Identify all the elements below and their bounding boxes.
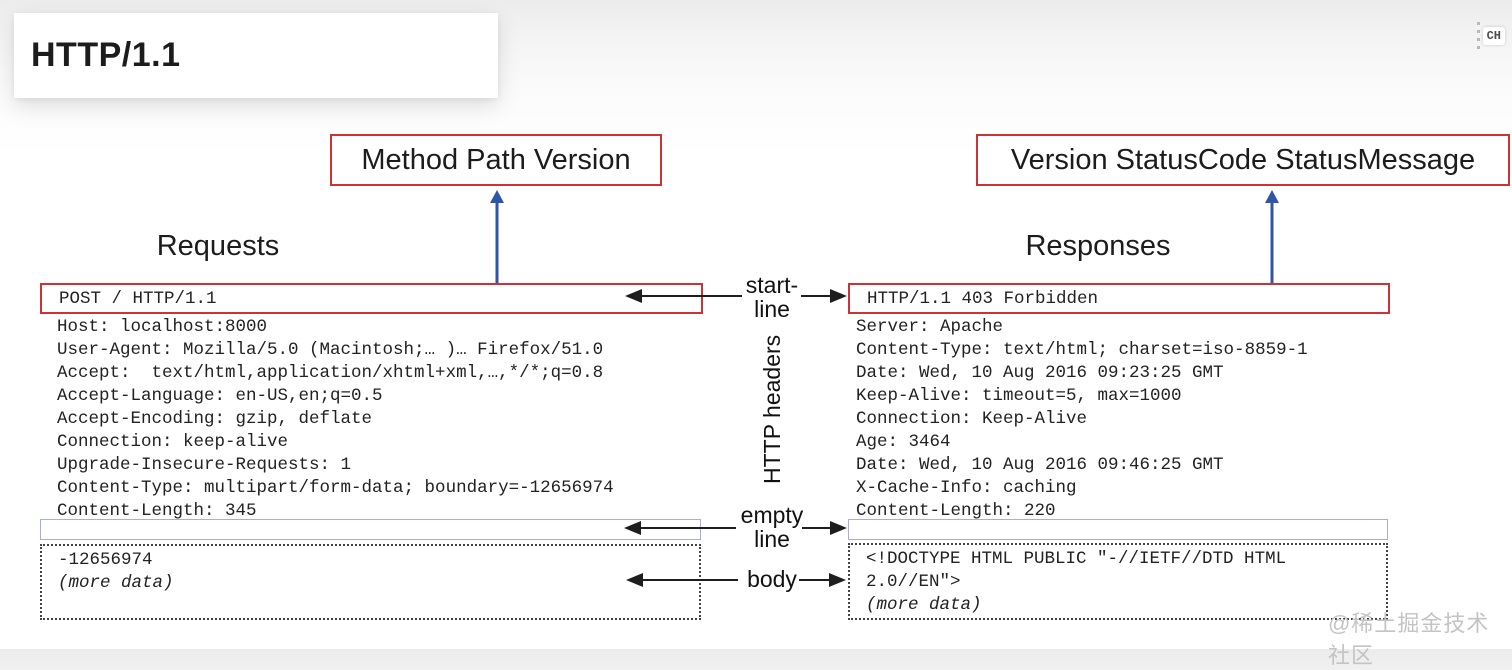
response-header-line: Age: 3464: [856, 432, 951, 452]
response-up-arrow-icon: [1264, 190, 1280, 283]
start-line-right-arrow-icon: [801, 289, 847, 303]
request-header-line: Connection: keep-alive: [57, 432, 289, 452]
response-body-line: 2.0//EN">: [866, 572, 961, 592]
response-headers-block: Server: Apache Content-Type: text/html; …: [856, 316, 1308, 523]
response-startline-format-box: Version StatusCode StatusMessage: [976, 134, 1510, 186]
request-header-line: Accept-Encoding: gzip, deflate: [57, 409, 373, 429]
response-startline-format-label: Version StatusCode StatusMessage: [1010, 143, 1476, 176]
response-header-line: Server: Apache: [856, 317, 1004, 337]
response-header-line: Date: Wed, 10 Aug 2016 09:23:25 GMT: [856, 363, 1224, 383]
request-header-line: Host: localhost:8000: [57, 317, 268, 337]
ime-dots-icon: [1476, 22, 1480, 49]
response-body-line: <!DOCTYPE HTML PUBLIC "-//IETF//DTD HTML: [866, 549, 1287, 569]
empty-line-label: empty line: [740, 502, 804, 552]
watermark: @稀土掘金技术社区: [1328, 611, 1490, 668]
request-header-line: Accept-Language: en-US,en;q=0.5: [57, 386, 383, 406]
response-start-line-box: HTTP/1.1 403 Forbidden: [848, 283, 1390, 314]
request-header-line: Content-Type: multipart/form-data; bound…: [57, 478, 614, 498]
response-body-more-data: (more data): [866, 595, 982, 615]
slide-title-card: HTTP/1.1: [14, 13, 498, 98]
empty-line-left-arrow-icon: [624, 521, 736, 535]
start-line-label: start- line: [745, 272, 799, 322]
ime-language-badge[interactable]: CH: [1482, 26, 1505, 45]
response-header-line: Connection: Keep-Alive: [856, 409, 1088, 429]
response-header-line: Content-Type: text/html; charset=iso-885…: [856, 340, 1308, 360]
request-header-line: Upgrade-Insecure-Requests: 1: [57, 455, 352, 475]
response-header-line: X-Cache-Info: caching: [856, 478, 1077, 498]
start-line-left-arrow-icon: [625, 289, 742, 303]
request-empty-line-box: [40, 519, 701, 540]
request-header-line: Content-Length: 345: [57, 501, 257, 521]
response-start-line: HTTP/1.1 403 Forbidden: [867, 288, 1099, 309]
request-start-line: POST / HTTP/1.1: [59, 288, 217, 309]
http-headers-label: HTTP headers: [759, 334, 785, 484]
body-left-arrow-icon: [626, 573, 738, 587]
request-up-arrow-icon: [489, 190, 505, 283]
page-title: HTTP/1.1: [31, 36, 181, 74]
response-body-box: <!DOCTYPE HTML PUBLIC "-//IETF//DTD HTML…: [848, 543, 1388, 620]
request-startline-format-label: Method Path Version: [361, 143, 631, 176]
responses-heading: Responses: [1025, 230, 1171, 262]
request-body-line: -12656974: [58, 550, 153, 570]
response-empty-line-box: [848, 519, 1388, 540]
request-body-more-data: (more data): [58, 573, 174, 593]
response-header-line: Date: Wed, 10 Aug 2016 09:46:25 GMT: [856, 455, 1224, 475]
response-header-line: Content-Length: 220: [856, 501, 1056, 521]
body-right-arrow-icon: [799, 573, 846, 587]
ime-indicator[interactable]: CH: [1476, 22, 1505, 49]
response-header-line: Keep-Alive: timeout=5, max=1000: [856, 386, 1182, 406]
request-header-line: User-Agent: Mozilla/5.0 (Macintosh;… )… …: [57, 340, 604, 360]
empty-line-right-arrow-icon: [802, 521, 847, 535]
body-label: body: [747, 566, 797, 592]
request-headers-block: Host: localhost:8000 User-Agent: Mozilla…: [57, 316, 614, 523]
requests-heading: Requests: [156, 230, 280, 262]
http11-diagram: HTTP/1.1 CH Method Path Version Version …: [0, 0, 1512, 649]
request-body-box: -12656974 (more data): [40, 544, 701, 620]
request-header-line: Accept: text/html,application/xhtml+xml,…: [57, 363, 604, 383]
request-startline-format-box: Method Path Version: [330, 134, 662, 186]
request-start-line-box: POST / HTTP/1.1: [40, 283, 703, 314]
